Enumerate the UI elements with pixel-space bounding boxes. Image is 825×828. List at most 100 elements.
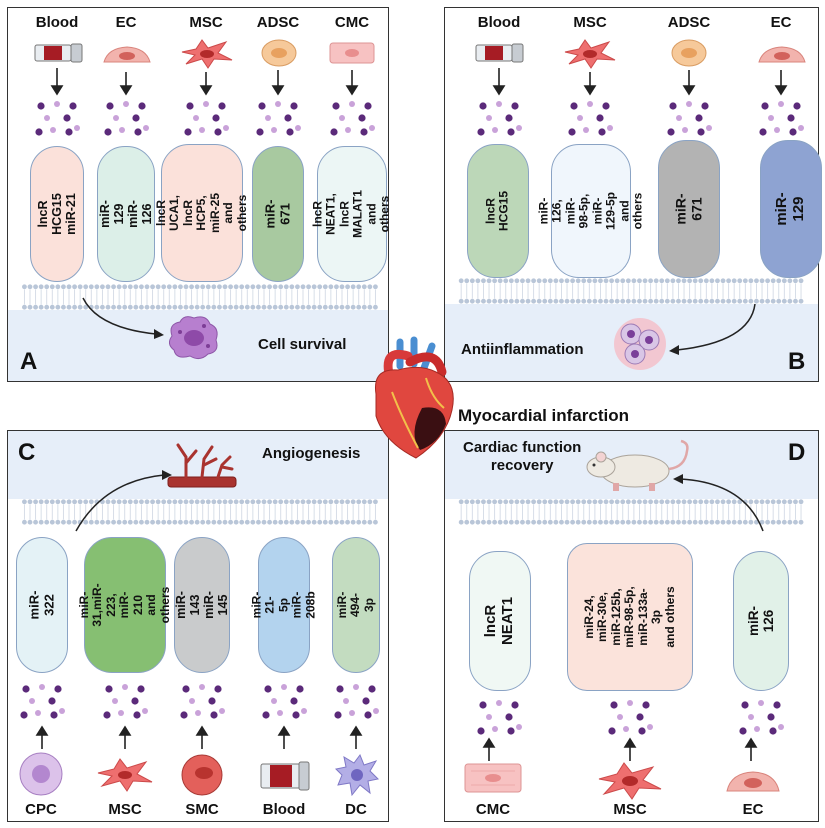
lipid-head <box>653 298 659 304</box>
exosome <box>676 115 682 121</box>
figure-title: Myocardial infarction <box>458 406 629 425</box>
msc-cell-icon <box>181 39 233 69</box>
lipid-head <box>361 304 367 310</box>
lipid-head <box>155 519 161 525</box>
lipid-head <box>709 298 715 304</box>
exosome <box>104 128 112 136</box>
lipid-head <box>189 284 194 290</box>
lipid-head <box>770 519 776 525</box>
lipid-head <box>105 519 111 525</box>
exosome <box>647 724 653 730</box>
effect-arrow <box>669 303 756 355</box>
exosome <box>290 102 298 110</box>
lipid-head <box>150 499 155 505</box>
lipid-head <box>703 499 709 505</box>
exosome <box>353 684 359 690</box>
lipid-head <box>726 519 732 525</box>
lipid-head <box>570 519 576 525</box>
lipid-head <box>759 278 765 284</box>
lipid-head <box>33 519 38 525</box>
exosome <box>20 711 28 719</box>
exosome <box>182 685 190 693</box>
exosome <box>638 727 646 735</box>
exosome <box>486 115 492 121</box>
lipid-head <box>609 519 615 525</box>
lipid-head <box>27 284 33 290</box>
lipid-head <box>614 499 620 505</box>
exosome <box>262 711 270 719</box>
lipid-head <box>598 278 603 284</box>
lipid-head <box>83 519 89 525</box>
lipid-head <box>637 519 642 525</box>
exosome <box>793 102 801 110</box>
exosome <box>769 727 777 735</box>
lipid-head <box>625 278 631 284</box>
msc-cell-icon <box>564 39 616 69</box>
lipid-head <box>328 499 334 505</box>
lipid-head <box>250 499 256 505</box>
ncrna-capsule: lncR NEAT1, lncR MALAT1 and others <box>311 146 392 282</box>
panel-c: C Angiogenesis miR-322 miR-31,miR-223, m… <box>7 430 389 822</box>
lipid-head <box>233 284 239 290</box>
lipid-head <box>256 499 261 505</box>
lipid-head <box>261 519 267 525</box>
lipid-head <box>350 284 356 290</box>
source-label: MSC <box>573 14 607 31</box>
mouse-icon <box>586 439 689 491</box>
smc-cell-icon <box>181 754 223 796</box>
lipid-head <box>687 278 693 284</box>
exosome <box>214 128 222 136</box>
lipid-head <box>261 284 267 290</box>
lipid-head <box>144 304 150 310</box>
lipid-head <box>631 298 637 304</box>
lipid-head <box>205 499 211 505</box>
source-label: MSC <box>108 801 142 818</box>
lipid-head <box>22 304 27 310</box>
lipid-head <box>458 298 464 304</box>
lipid-head <box>300 499 306 505</box>
exosome <box>256 128 264 136</box>
lipid-head <box>765 499 771 505</box>
heart-icon <box>374 336 454 459</box>
lipid-head <box>731 499 737 505</box>
exosome <box>133 711 141 719</box>
exosome <box>667 128 675 136</box>
lipid-head <box>692 298 698 304</box>
lipid-head <box>295 304 300 310</box>
lipid-head <box>542 499 548 505</box>
lipid-head <box>105 499 111 505</box>
exosome <box>105 685 113 693</box>
exosome <box>180 711 188 719</box>
exosome <box>186 102 194 110</box>
lipid-head <box>345 499 350 505</box>
lipid-head <box>798 519 804 525</box>
lipid-head <box>339 499 345 505</box>
exosome <box>48 697 56 705</box>
lipid-head <box>575 499 581 505</box>
lipid-head <box>66 499 72 505</box>
lipid-head <box>670 298 676 304</box>
lipid-head <box>267 284 272 290</box>
panel-label: A <box>20 348 38 375</box>
lipid-head <box>603 499 609 505</box>
exosome <box>758 700 764 706</box>
exosome <box>516 125 522 131</box>
lipid-head <box>267 304 272 310</box>
lipid-head <box>222 499 228 505</box>
lipid-head <box>38 499 44 505</box>
lipid-head <box>564 519 570 525</box>
exosome-vesicles <box>35 101 375 136</box>
lipid-head <box>486 278 492 284</box>
ncrna-capsule: miR-671 <box>252 146 304 282</box>
lipid-head <box>322 304 328 310</box>
lipid-head <box>311 284 317 290</box>
lipid-head <box>692 278 698 284</box>
exosome <box>103 711 111 719</box>
msc-cell-icon <box>97 758 153 792</box>
source-label: Blood <box>35 14 79 31</box>
exosome <box>212 114 220 122</box>
lipid-head <box>781 519 787 525</box>
lipid-head <box>648 519 654 525</box>
lipid-head <box>776 499 782 505</box>
ec-cell-icon <box>758 46 806 63</box>
